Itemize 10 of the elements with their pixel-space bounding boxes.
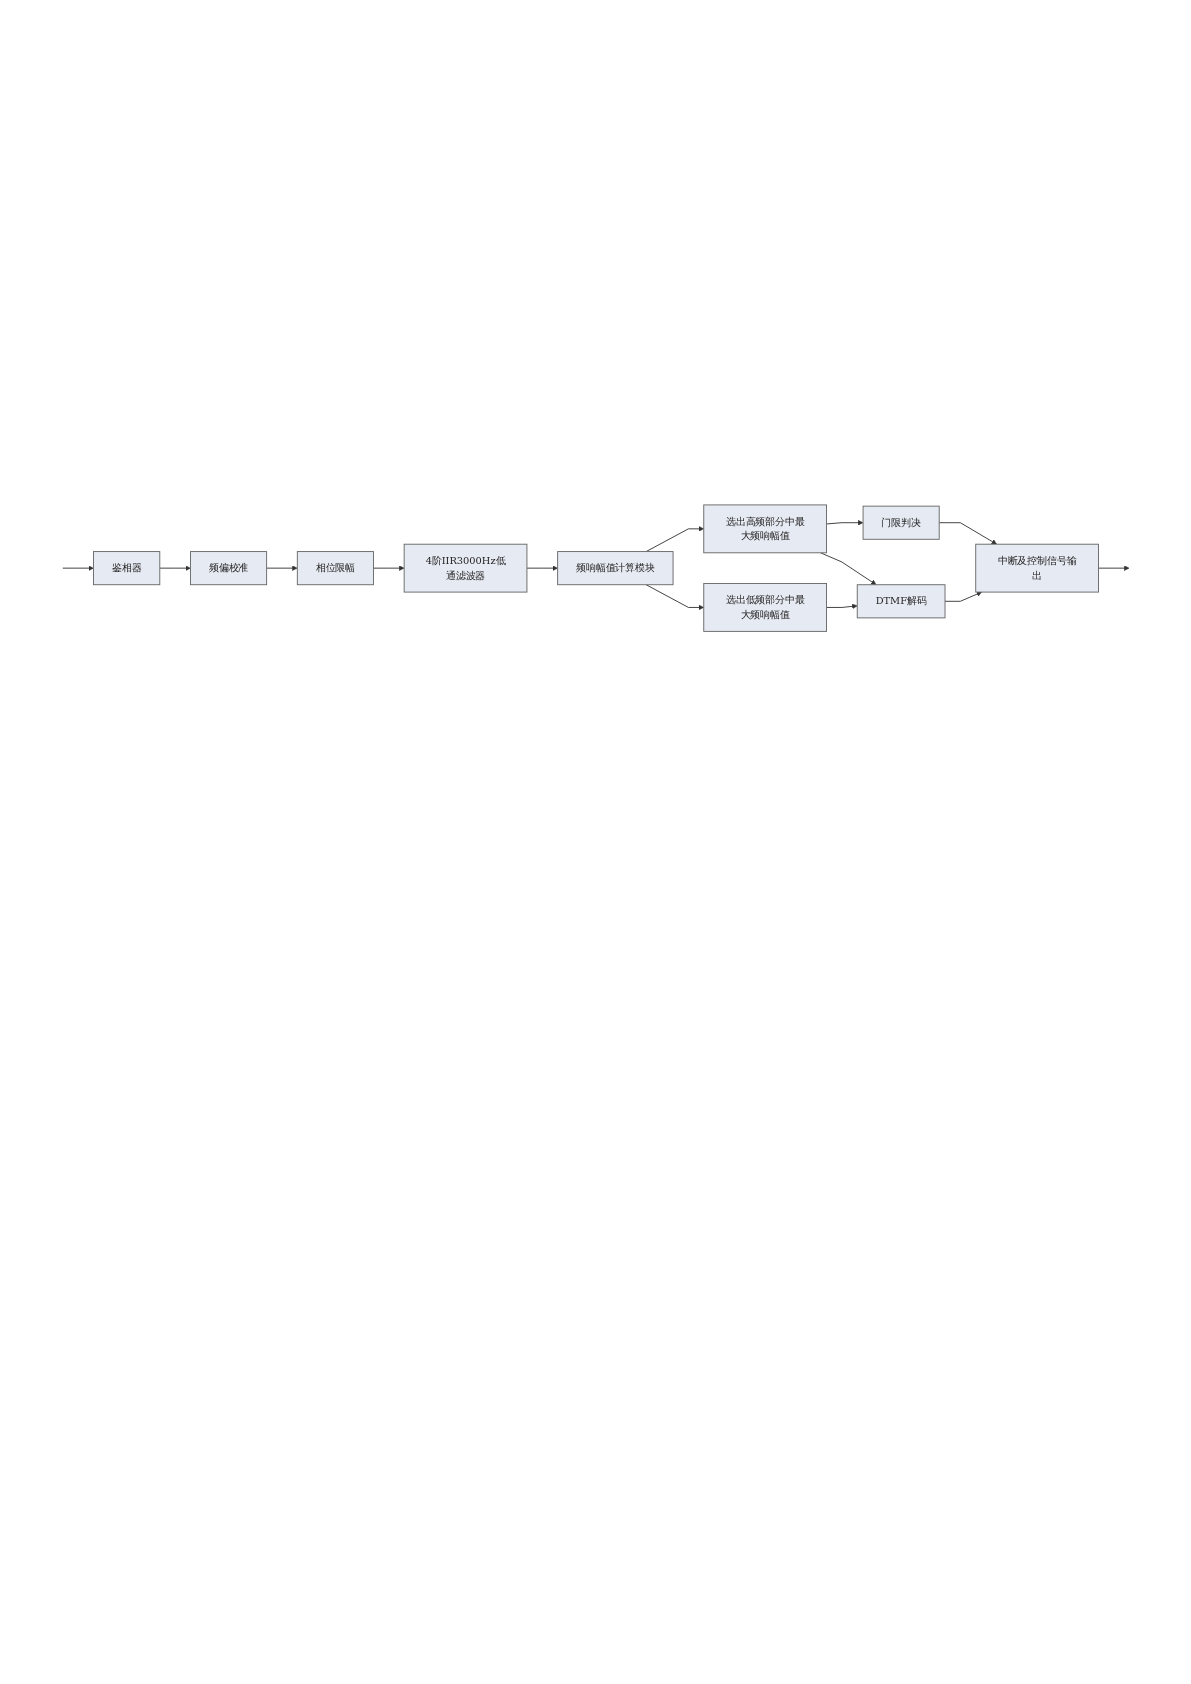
node-box: 鉴相器	[92, 551, 160, 586]
node-box: 中断及控制信号输出	[974, 543, 1099, 593]
node-box: 频偏校准	[189, 551, 267, 586]
node-box: 选出低频部分中最大频响幅值	[702, 583, 827, 632]
node-box: 4阶IIR3000Hz低通滤波器	[403, 543, 527, 593]
node-box: 门限判决	[862, 505, 940, 540]
node-box: 选出高频部分中最大频响幅值	[702, 504, 827, 554]
node-box: DTMF解码	[856, 584, 945, 619]
node-box: 相位限幅	[296, 551, 374, 586]
node-box: 频响幅值计算模块	[556, 551, 673, 586]
